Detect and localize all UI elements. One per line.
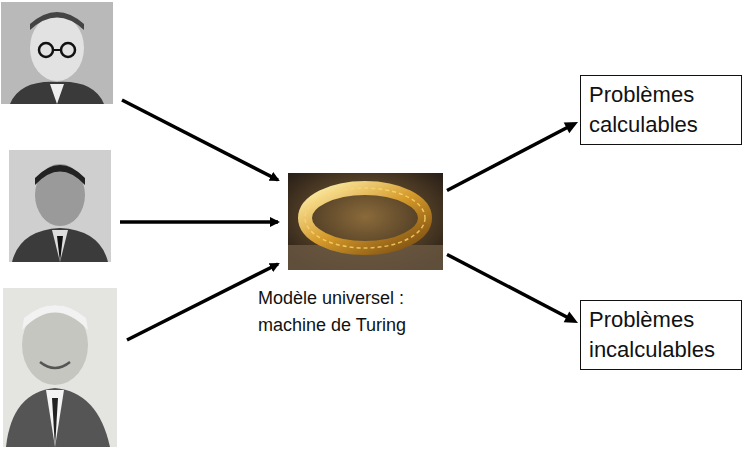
portrait-photo: [9, 150, 111, 262]
problem-box: Problèmes incalculables: [580, 300, 742, 370]
model-node: Modèle universel : machine de Turing: [288, 173, 443, 270]
ring-picture: [288, 173, 443, 270]
portrait-photo: [3, 288, 117, 447]
portrait-photo: [1, 2, 113, 104]
model-caption: Modèle universel : machine de Turing: [258, 285, 458, 339]
problem-box: Problèmes calculables: [580, 75, 742, 145]
box-label: Problèmes incalculables: [589, 305, 733, 365]
result-arrow: [447, 122, 578, 191]
result-arrow: [447, 254, 578, 322]
portrait-arrow: [120, 100, 278, 340]
box-label: Problèmes calculables: [589, 80, 733, 140]
